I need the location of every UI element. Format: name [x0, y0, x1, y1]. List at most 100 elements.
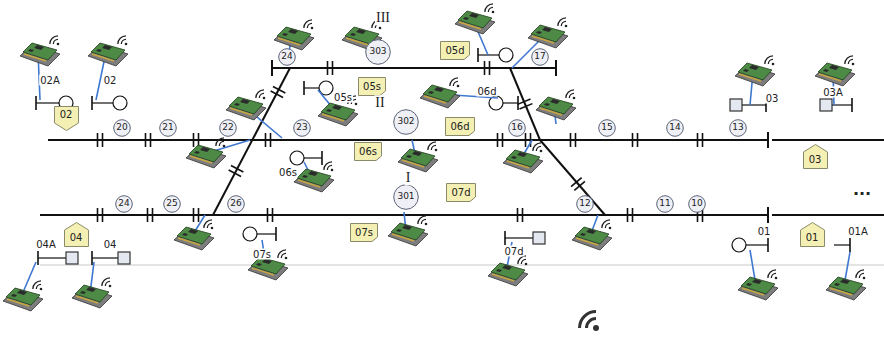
device-chip — [517, 152, 527, 157]
device-board — [458, 11, 492, 28]
wifi-arc — [323, 161, 332, 170]
insulated-joint — [272, 208, 274, 222]
device-chip — [542, 27, 552, 32]
wireless-device — [420, 77, 460, 108]
signal-label: 01A — [847, 226, 869, 237]
node-text: 14 — [669, 123, 680, 133]
ground-line — [40, 265, 884, 266]
wifi-arc — [764, 55, 773, 64]
continuation-mark: ... — [852, 181, 872, 199]
device-chip — [332, 105, 342, 110]
wifi-dot — [435, 149, 438, 152]
device-connector — [532, 36, 554, 43]
tag-outline — [803, 144, 827, 168]
signal-label: 03A — [822, 87, 844, 98]
wifi-arc — [255, 89, 264, 98]
circle-outline — [667, 120, 684, 137]
signal-stem — [304, 87, 320, 88]
device-connector — [252, 268, 274, 275]
device-board — [6, 288, 40, 305]
wifi-arc — [105, 281, 110, 286]
wifi-arc — [605, 223, 610, 228]
wifi-dot — [109, 285, 112, 288]
signal-label: 06d — [476, 86, 497, 97]
insulated-joint — [231, 166, 243, 172]
wifi-arc — [36, 284, 41, 289]
wifi-dot — [57, 43, 60, 46]
wifi-dot — [40, 288, 43, 291]
wifi-arc — [536, 146, 541, 151]
wifi-arc — [307, 23, 312, 28]
wifi-arc — [561, 21, 566, 26]
wifi-dot — [772, 63, 775, 66]
signal-tag: 07d — [446, 183, 476, 202]
wifi-dot — [211, 227, 214, 230]
device-connector — [424, 96, 446, 103]
wifi-dot — [492, 11, 495, 14]
signal-stem — [256, 233, 276, 234]
device-chip — [396, 229, 402, 232]
wifi-arc — [117, 35, 126, 44]
insulated-joint — [265, 133, 267, 147]
circle-outline — [294, 120, 311, 137]
wireless-device — [248, 249, 288, 280]
signal-label: 01 — [757, 226, 772, 237]
node-text: 10 — [691, 199, 702, 209]
device-board — [251, 257, 285, 274]
circle-outline — [599, 120, 616, 137]
device-chip — [308, 171, 318, 176]
circle-outline — [116, 196, 133, 213]
track-line — [772, 139, 884, 141]
device-connector — [819, 74, 841, 81]
track-number: I — [405, 170, 412, 185]
node-text: 23 — [296, 123, 307, 133]
signal-tag: 06d — [445, 117, 475, 136]
device-chip — [80, 291, 86, 294]
device-chip — [326, 109, 332, 112]
node-text: 301 — [397, 192, 414, 202]
node-text: 12 — [579, 199, 590, 209]
device-chip — [536, 31, 542, 34]
wireless-device — [572, 219, 612, 250]
signal-box — [533, 232, 545, 244]
device-chip — [356, 29, 366, 34]
wireless-device — [3, 280, 43, 311]
node-text: 06s — [359, 146, 377, 157]
node-text: 07d — [451, 187, 470, 198]
insulated-joint — [697, 133, 699, 147]
wifi-icon — [578, 310, 599, 331]
wifi-arc — [767, 269, 776, 278]
device-connector — [92, 54, 114, 61]
device-chip — [580, 233, 586, 236]
circle-outline — [509, 120, 526, 137]
insulated-joint — [152, 208, 154, 222]
device-connector — [7, 299, 29, 306]
device-chip — [86, 287, 96, 292]
device-chip — [496, 269, 502, 272]
device-chip — [11, 294, 17, 297]
wifi-dot — [852, 63, 855, 66]
wifi-arc — [449, 77, 458, 86]
wireless-device — [815, 55, 855, 86]
device-board — [189, 145, 223, 162]
signal-label: 06s — [278, 167, 298, 178]
wifi-arc — [521, 259, 526, 264]
wifi-arc — [844, 55, 853, 64]
device-connector — [459, 22, 481, 29]
wifi-arc — [768, 59, 773, 64]
track-section-circle: 10 — [688, 195, 706, 213]
signal-stem — [303, 157, 322, 158]
insulated-joint — [193, 133, 195, 147]
device-board — [321, 103, 355, 120]
insulated-joint — [97, 133, 99, 147]
wifi-dot — [311, 27, 314, 30]
wireless-device — [294, 161, 334, 192]
node-text: 01 — [806, 232, 819, 243]
signal-stem — [505, 237, 533, 238]
device-chip — [463, 17, 469, 20]
device-chip — [829, 65, 839, 70]
wireless-device — [738, 269, 778, 300]
signal-tag: 07s — [350, 223, 378, 242]
device-connector — [507, 161, 529, 168]
node-text: 26 — [230, 199, 241, 209]
